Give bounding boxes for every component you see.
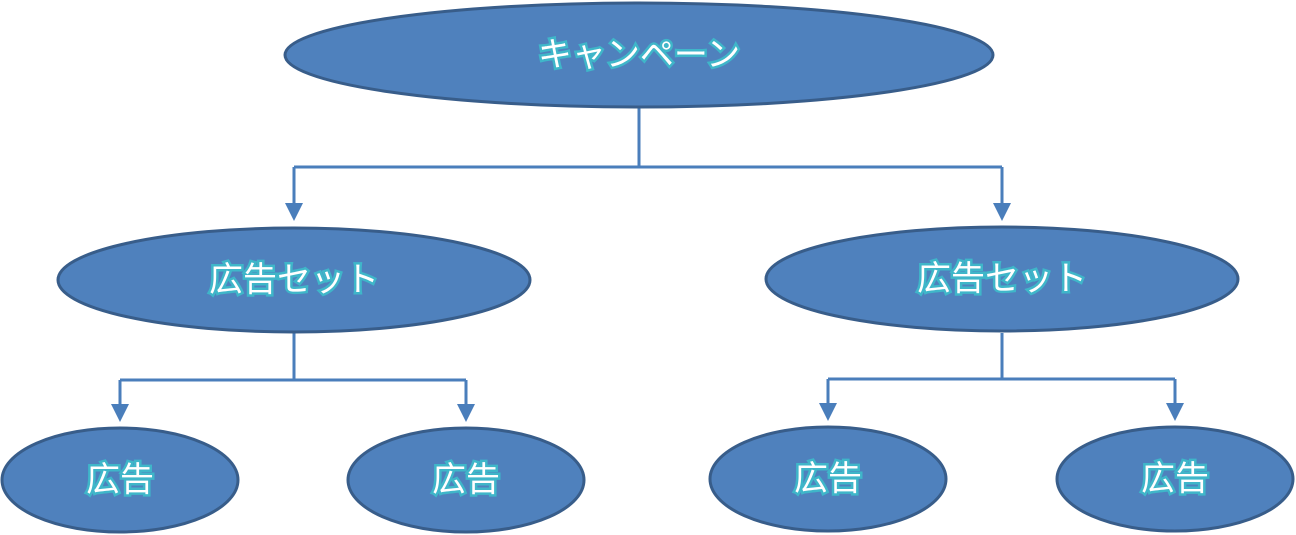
ad-label: 広告	[86, 460, 154, 500]
adset-node: 広告セット	[764, 225, 1240, 333]
ad-node: 広告	[0, 426, 240, 534]
adset-node: 広告セット	[56, 226, 532, 334]
connector-adset1-to-ads	[111, 333, 475, 422]
adset-label: 広告セット	[917, 259, 1087, 299]
adset-label: 広告セット	[209, 260, 379, 300]
ad-label: 広告	[432, 460, 500, 500]
ad-label: 広告	[1141, 459, 1209, 499]
campaign-label: キャンペーン	[538, 35, 740, 75]
campaign-node: キャンペーン	[283, 1, 995, 109]
ad-node: 広告	[1055, 425, 1295, 533]
ad-node: 広告	[346, 426, 586, 534]
connector-root-to-adsets	[285, 108, 1011, 221]
ad-label: 広告	[794, 459, 862, 499]
ad-node: 広告	[708, 425, 948, 533]
connector-adset2-to-ads	[819, 333, 1184, 421]
